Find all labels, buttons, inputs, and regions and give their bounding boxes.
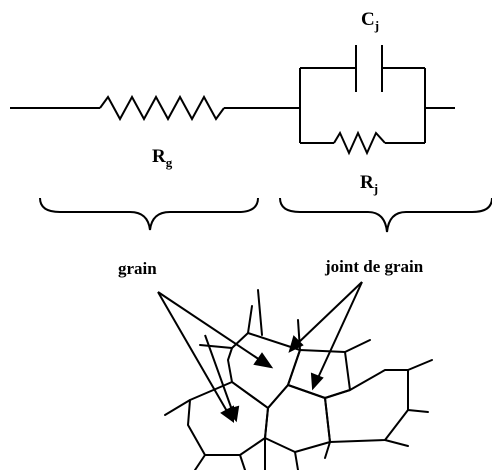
joint-resistor [333,130,386,156]
grain-label: grain [118,259,157,278]
capacitor-label: Cj [361,9,379,33]
grain-arrow-3 [204,334,233,411]
grain-microstructure [164,289,433,470]
grain-resistor [99,94,225,122]
joint-arrow-2 [316,281,363,381]
grain-arrow-1 [157,291,264,363]
joint-arrow-1 [296,281,363,345]
joint-resistance-label: Rj [360,172,378,196]
equivalent-circuit [10,45,455,156]
joint-label: joint de grain [324,257,424,276]
grain-arrow-2 [157,291,229,414]
grain-brace [39,197,259,231]
joint-brace [279,197,492,233]
grain-resistance-label: Rg [152,146,173,170]
